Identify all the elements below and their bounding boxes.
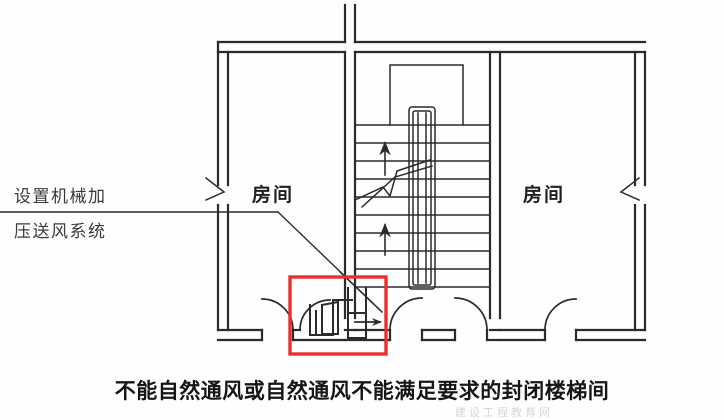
watermark-text: 建设工程教育网: [455, 406, 553, 419]
stair-up-arrow-lower: [379, 222, 391, 256]
highlight-box: [288, 275, 388, 356]
stair-break-line: [354, 159, 433, 209]
wall-right-exterior: [633, 50, 647, 332]
wall-stair-left-partition: [343, 50, 357, 320]
stair-handrail: [408, 106, 436, 290]
wall-top-right: [353, 40, 647, 54]
left-wall-break-icon: [204, 176, 226, 201]
right-wall-break-icon: [619, 176, 641, 201]
stair-up-arrow-upper: [379, 140, 391, 176]
wall-bottom-segments: [216, 328, 647, 342]
wall-left-exterior: [216, 50, 230, 332]
wall-stair-right-partition: [488, 50, 502, 320]
figure-caption: 不能自然通风或自然通风不能满足要求的封闭楼梯间: [114, 379, 610, 403]
door-arcs: [261, 297, 577, 331]
wall-top-left: [216, 40, 347, 54]
wall-top-stub: [343, 3, 357, 44]
annotation-line-2: 压送风系统: [14, 222, 107, 242]
annotation-line-1: 设置机械加: [14, 187, 107, 207]
air-flow-arrow: [354, 318, 382, 326]
room-label-left: 房间: [252, 184, 295, 206]
stair-landing: [389, 64, 464, 126]
air-supply-detail: [299, 287, 367, 341]
stair-treads: [354, 124, 491, 288]
room-label-right: 房间: [523, 184, 566, 206]
